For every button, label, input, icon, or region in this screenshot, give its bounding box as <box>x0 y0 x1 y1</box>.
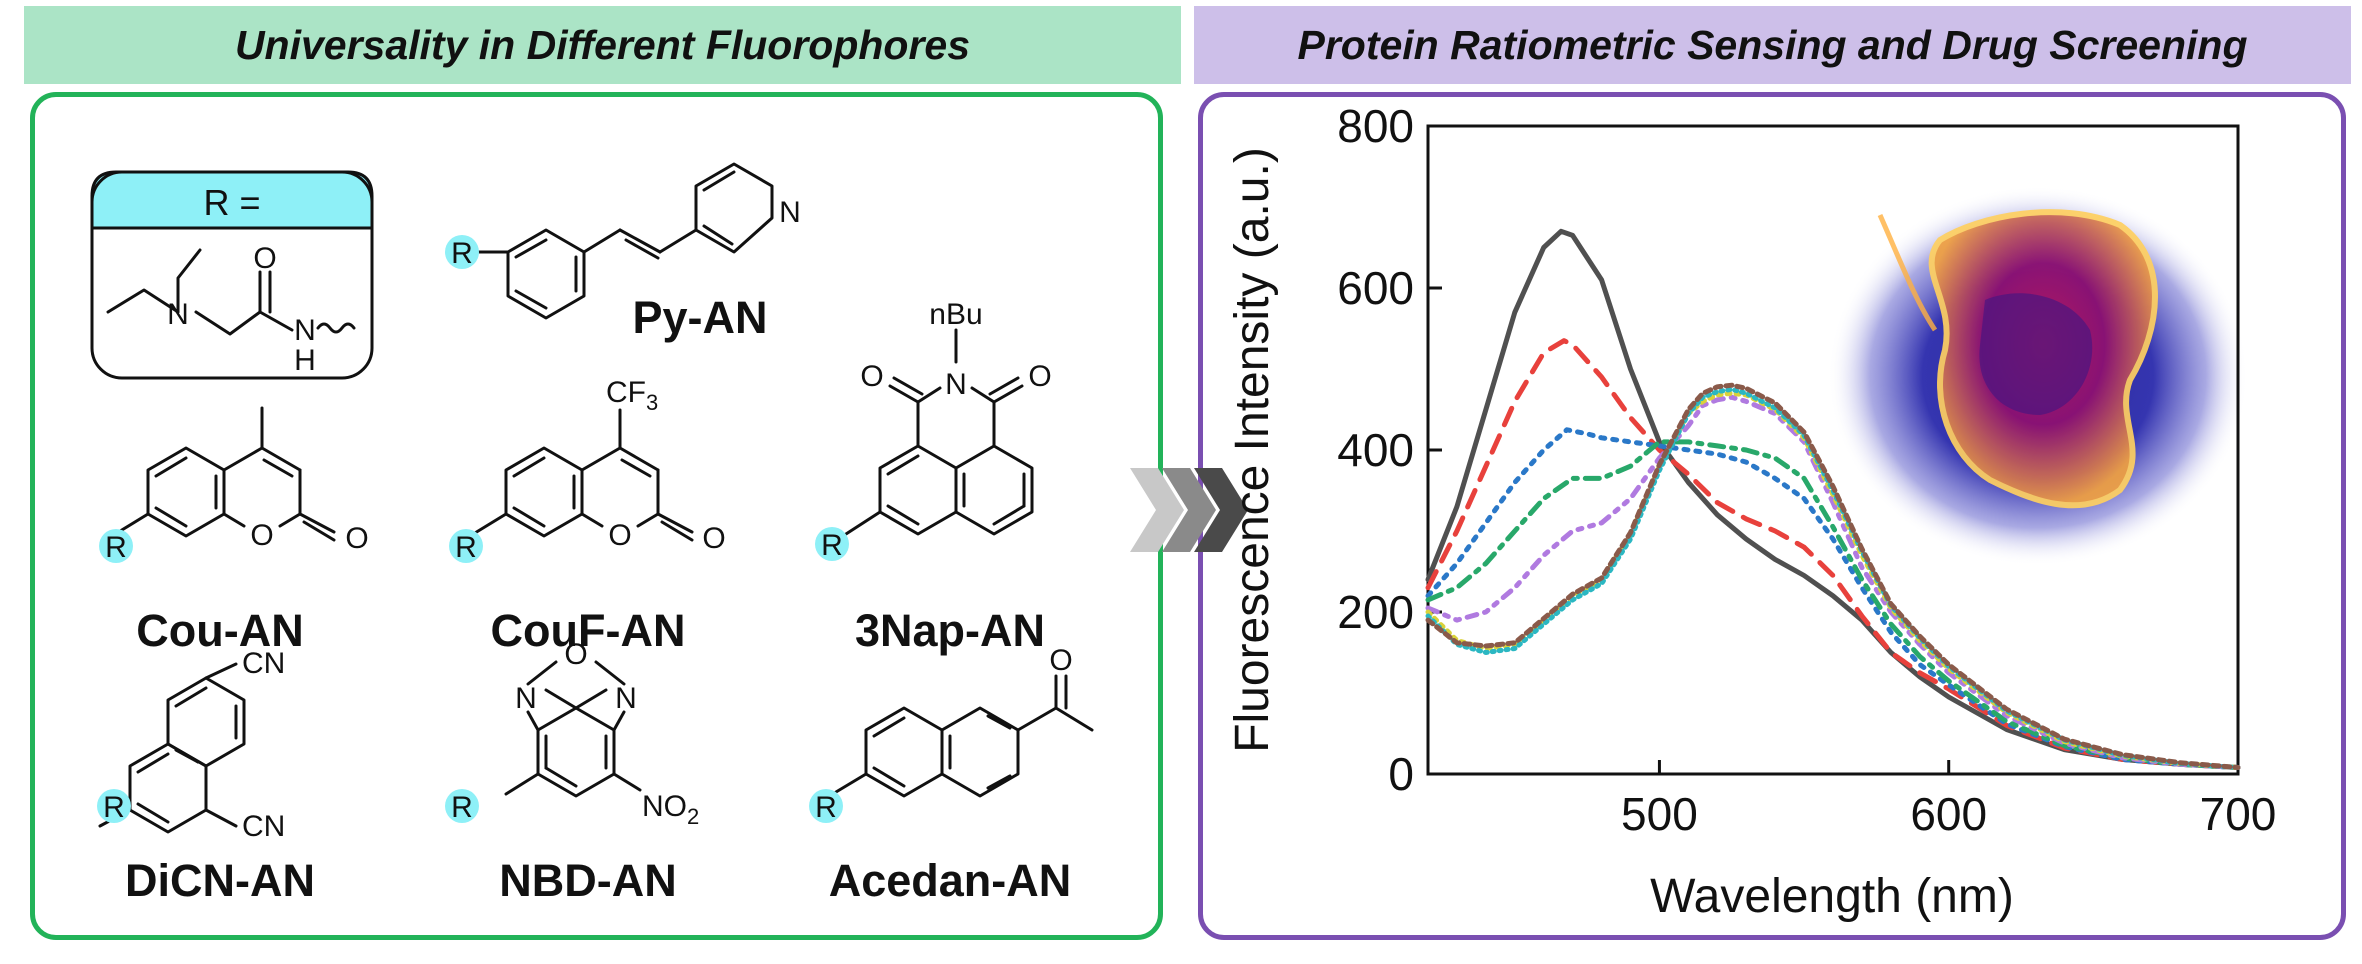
couf-an-structure <box>468 408 694 542</box>
acedan-an-structure <box>834 674 1094 798</box>
atom-cn-bottom: CN <box>242 810 285 843</box>
x-tick-label: 500 <box>1621 788 1698 840</box>
compound-label-py: Py-AN <box>632 292 767 343</box>
spectrum-series-8 <box>1425 382 2241 770</box>
3nap-an-structure <box>844 328 1034 536</box>
r-group-header: R = <box>203 182 260 223</box>
atom-o-right-nap: O <box>1028 360 1051 393</box>
r-highlight-cou <box>99 529 133 563</box>
cou-an-structure <box>110 406 336 542</box>
r-highlight-dicn <box>97 789 131 823</box>
atom-r-nbd: R <box>451 791 473 824</box>
spectrum-series-3 <box>1425 427 2241 770</box>
atom-r-py: R <box>451 237 473 270</box>
y-tick-label: 600 <box>1337 262 1414 314</box>
atom-n-nap: N <box>945 368 967 401</box>
r-highlight-py <box>445 235 479 269</box>
atom-n-left-nbd: N <box>515 682 537 715</box>
cell-fluorescence-image <box>1828 186 2248 566</box>
atom-n-right-nbd: N <box>615 682 637 715</box>
compound-label-nbd: NBD-AN <box>499 855 676 906</box>
compound-label-acedan: Acedan-AN <box>829 855 1072 906</box>
y-tick-label: 400 <box>1337 424 1414 476</box>
compound-label-couf: CouF-AN <box>491 605 686 656</box>
atom-o-nbd: O <box>564 638 587 671</box>
spectrum-series-5 <box>1425 394 2241 770</box>
r-highlights <box>97 235 849 823</box>
compound-label-dicn: DiCN-AN <box>125 855 315 906</box>
atom-r-nap: R <box>821 529 843 562</box>
r-highlight-nap <box>815 527 849 561</box>
fluorophore-structures: R = N O N H R N R O O R O O CF3 R N nBu … <box>90 162 1094 906</box>
atom-r-couf: R <box>455 531 477 564</box>
x-tick-label: 700 <box>2200 788 2277 840</box>
py-an-structure <box>468 162 774 320</box>
r-group-box <box>90 170 374 380</box>
compound-label-cou: Cou-AN <box>136 605 303 656</box>
atom-o-left-nap: O <box>860 360 883 393</box>
spectrum-series-1 <box>1425 228 2241 770</box>
left-banner-title: Universality in Different Fluorophores <box>24 6 1181 84</box>
atom-o-ring-couf: O <box>608 519 631 552</box>
atom-r-cou: R <box>105 531 127 564</box>
atom-o-carbonyl-cou: O <box>345 522 368 555</box>
dicn-an-structure <box>98 662 246 834</box>
atom-cf3: CF3 <box>606 376 658 415</box>
right-banner-title: Protein Ratiometric Sensing and Drug Scr… <box>1194 6 2351 84</box>
r-highlight-couf <box>449 529 483 563</box>
y-tick-label: 800 <box>1337 100 1414 152</box>
r-group-o-atom: O <box>253 242 276 275</box>
atom-o-ring-cou: O <box>250 519 273 552</box>
atom-r-dicn: R <box>103 791 125 824</box>
atom-o-acedan: O <box>1049 644 1072 677</box>
atom-cn-top: CN <box>242 647 285 680</box>
nbd-an-structure <box>504 660 642 798</box>
x-axis-label: Wavelength (nm) <box>1650 870 2014 923</box>
compound-label-nap: 3Nap-AN <box>855 605 1045 656</box>
r-highlight-nbd <box>445 789 479 823</box>
r-group-n-atom: N <box>167 298 189 331</box>
atom-r-acedan: R <box>815 791 837 824</box>
atom-nbu-nap: nBu <box>929 298 982 331</box>
atom-n-py: N <box>779 196 801 229</box>
y-axis-label: Fluorescence Intensity (a.u.) <box>1226 147 1279 753</box>
spectrum-series-4 <box>1425 439 2241 770</box>
y-tick-label: 0 <box>1388 748 1414 800</box>
spectrum-series-2 <box>1425 338 2241 770</box>
r-group-nh-n: N <box>294 314 316 347</box>
r-highlight-acedan <box>809 789 843 823</box>
x-tick-label: 600 <box>1910 788 1987 840</box>
r-group-nh-h: H <box>294 344 316 377</box>
atom-o-carbonyl-couf: O <box>702 522 725 555</box>
y-tick-label: 200 <box>1337 586 1414 638</box>
atom-no2: NO2 <box>642 790 699 829</box>
